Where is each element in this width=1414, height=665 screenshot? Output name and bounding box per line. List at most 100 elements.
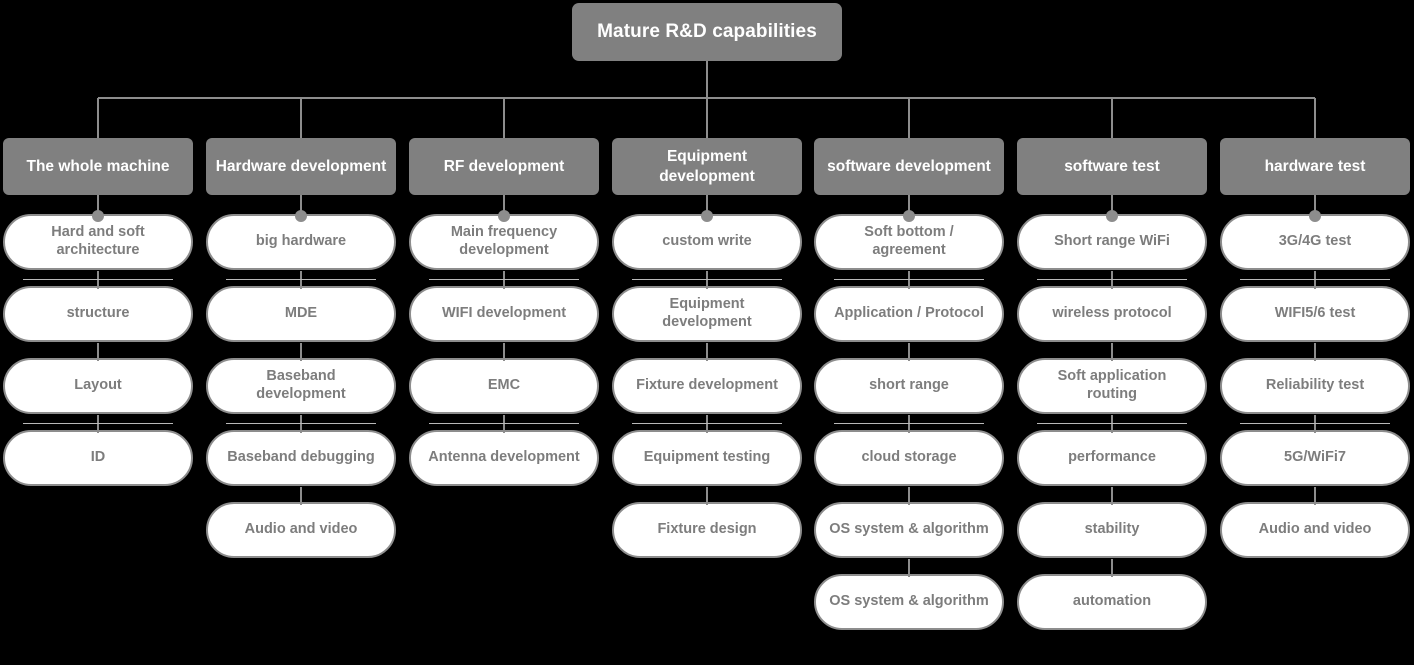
leaf-connector bbox=[97, 271, 99, 289]
separator-hairline bbox=[1240, 279, 1390, 280]
leaf-connector bbox=[908, 415, 910, 433]
leaf-connector bbox=[503, 343, 505, 361]
leaf-node[interactable]: custom write bbox=[612, 210, 802, 270]
column-header[interactable]: hardware test bbox=[1220, 138, 1410, 195]
leaf-node[interactable]: 5G/WiFi7 bbox=[1220, 415, 1410, 486]
column-header[interactable]: The whole machine bbox=[3, 138, 193, 195]
column-header[interactable]: RF development bbox=[409, 138, 599, 195]
leaf-connector bbox=[1111, 559, 1113, 577]
separator-hairline bbox=[1037, 279, 1187, 280]
leaf-connector bbox=[706, 415, 708, 433]
separator-hairline bbox=[834, 279, 984, 280]
separator-hairline bbox=[834, 423, 984, 424]
separator-hairline bbox=[226, 423, 376, 424]
root-node[interactable]: Mature R&D capabilities bbox=[572, 3, 842, 61]
leaf-node[interactable]: Reliability test bbox=[1220, 343, 1410, 414]
leaf-connector bbox=[908, 343, 910, 361]
connector-dot-icon bbox=[701, 210, 713, 222]
leaf-node[interactable]: Layout bbox=[3, 343, 193, 414]
leaf-node[interactable]: Soft application routing bbox=[1017, 343, 1207, 414]
separator-hairline bbox=[1037, 423, 1187, 424]
leaf-node[interactable]: 3G/4G test bbox=[1220, 210, 1410, 270]
leaf-node[interactable]: Baseband debugging bbox=[206, 415, 396, 486]
column-header[interactable]: software development bbox=[814, 138, 1004, 195]
leaf-connector bbox=[1314, 415, 1316, 433]
leaf-connector bbox=[97, 343, 99, 361]
separator-hairline bbox=[632, 279, 782, 280]
leaf-node[interactable]: Fixture development bbox=[612, 343, 802, 414]
separator-hairline bbox=[632, 423, 782, 424]
leaf-connector bbox=[706, 343, 708, 361]
leaf-node[interactable]: Audio and video bbox=[206, 487, 396, 558]
leaf-connector bbox=[503, 271, 505, 289]
leaf-node[interactable]: OS system & algorithm bbox=[814, 559, 1004, 630]
leaf-node[interactable]: Soft bottom / agreement bbox=[814, 210, 1004, 270]
connector-dot-icon bbox=[498, 210, 510, 222]
leaf-connector bbox=[1314, 487, 1316, 505]
connector-dot-icon bbox=[1106, 210, 1118, 222]
leaf-node[interactable]: stability bbox=[1017, 487, 1207, 558]
leaf-connector bbox=[300, 271, 302, 289]
leaf-node[interactable]: Audio and video bbox=[1220, 487, 1410, 558]
connector-dot-icon bbox=[1309, 210, 1321, 222]
leaf-node[interactable]: Antenna development bbox=[409, 415, 599, 486]
leaf-connector bbox=[97, 415, 99, 433]
leaf-node[interactable]: Baseband development bbox=[206, 343, 396, 414]
separator-hairline bbox=[429, 279, 579, 280]
leaf-node[interactable]: Hard and soft architecture bbox=[3, 210, 193, 270]
leaf-node[interactable]: WIFI5/6 test bbox=[1220, 271, 1410, 342]
connector-dot-icon bbox=[92, 210, 104, 222]
leaf-connector bbox=[1111, 487, 1113, 505]
column-header[interactable]: Hardware development bbox=[206, 138, 396, 195]
leaf-connector bbox=[1314, 343, 1316, 361]
leaf-connector bbox=[503, 415, 505, 433]
leaf-node[interactable]: WIFI development bbox=[409, 271, 599, 342]
leaf-connector bbox=[908, 271, 910, 289]
leaf-node[interactable]: Equipment development bbox=[612, 271, 802, 342]
separator-hairline bbox=[226, 279, 376, 280]
leaf-connector bbox=[908, 487, 910, 505]
leaf-connector bbox=[300, 487, 302, 505]
separator-hairline bbox=[23, 423, 173, 424]
leaf-connector bbox=[1314, 271, 1316, 289]
leaf-node[interactable]: Main frequency development bbox=[409, 210, 599, 270]
leaf-node[interactable]: Short range WiFi bbox=[1017, 210, 1207, 270]
leaf-node[interactable]: wireless protocol bbox=[1017, 271, 1207, 342]
leaf-connector bbox=[1111, 415, 1113, 433]
column-header[interactable]: software test bbox=[1017, 138, 1207, 195]
leaf-node[interactable]: MDE bbox=[206, 271, 396, 342]
connector-dot-icon bbox=[295, 210, 307, 222]
separator-hairline bbox=[429, 423, 579, 424]
column-header[interactable]: Equipment development bbox=[612, 138, 802, 195]
leaf-node[interactable]: structure bbox=[3, 271, 193, 342]
leaf-node[interactable]: cloud storage bbox=[814, 415, 1004, 486]
leaf-connector bbox=[908, 559, 910, 577]
leaf-node[interactable]: Application / Protocol bbox=[814, 271, 1004, 342]
leaf-connector bbox=[300, 415, 302, 433]
leaf-connector bbox=[300, 343, 302, 361]
leaf-node[interactable]: Equipment testing bbox=[612, 415, 802, 486]
leaf-node[interactable]: EMC bbox=[409, 343, 599, 414]
leaf-node[interactable]: Fixture design bbox=[612, 487, 802, 558]
leaf-node[interactable]: big hardware bbox=[206, 210, 396, 270]
separator-hairline bbox=[1240, 423, 1390, 424]
leaf-node[interactable]: automation bbox=[1017, 559, 1207, 630]
leaf-node[interactable]: short range bbox=[814, 343, 1004, 414]
leaf-node[interactable]: ID bbox=[3, 415, 193, 486]
leaf-node[interactable]: OS system & algorithm bbox=[814, 487, 1004, 558]
connector-dot-icon bbox=[903, 210, 915, 222]
leaf-node[interactable]: performance bbox=[1017, 415, 1207, 486]
